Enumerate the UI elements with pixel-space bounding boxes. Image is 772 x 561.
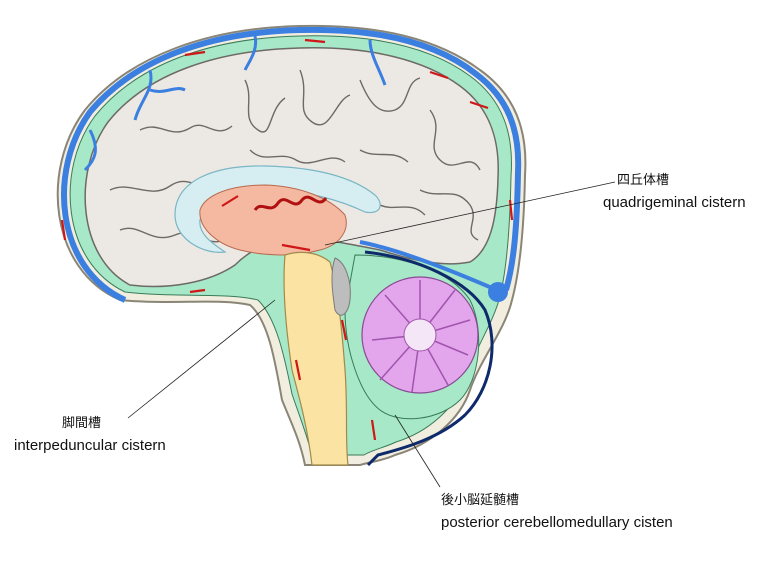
- brainstem: [283, 251, 349, 466]
- label-quadrigeminal-jp: 四丘体槽: [617, 173, 670, 188]
- choroid-plexus: [253, 195, 328, 212]
- cerebral-aqueduct: [331, 257, 351, 316]
- posterior-fossa-wall: [364, 250, 494, 467]
- gyri-lines: [109, 69, 481, 243]
- label-interpeduncular-en: interpeduncular cistern: [14, 437, 166, 454]
- label-posterior-en: posterior cerebellomedullary cisten: [441, 514, 673, 531]
- label-quadrigeminal-en: quadrigeminal cistern: [603, 194, 746, 211]
- leader-lines: [127, 181, 616, 488]
- straight-sinus: [359, 240, 493, 290]
- label-interpeduncular-jp: 脚間槽: [62, 416, 102, 431]
- csf-flow-arrows: [60, 38, 514, 441]
- label-posterior-jp: 後小脳延髄槽: [441, 493, 520, 508]
- corpus-callosum: [174, 165, 381, 253]
- superior-sagittal-sinus: [61, 26, 522, 303]
- third-ventricle: [199, 184, 347, 256]
- cerebellum: [361, 276, 479, 394]
- bridging-veins: [83, 35, 387, 172]
- confluence-of-sinuses: [488, 282, 508, 302]
